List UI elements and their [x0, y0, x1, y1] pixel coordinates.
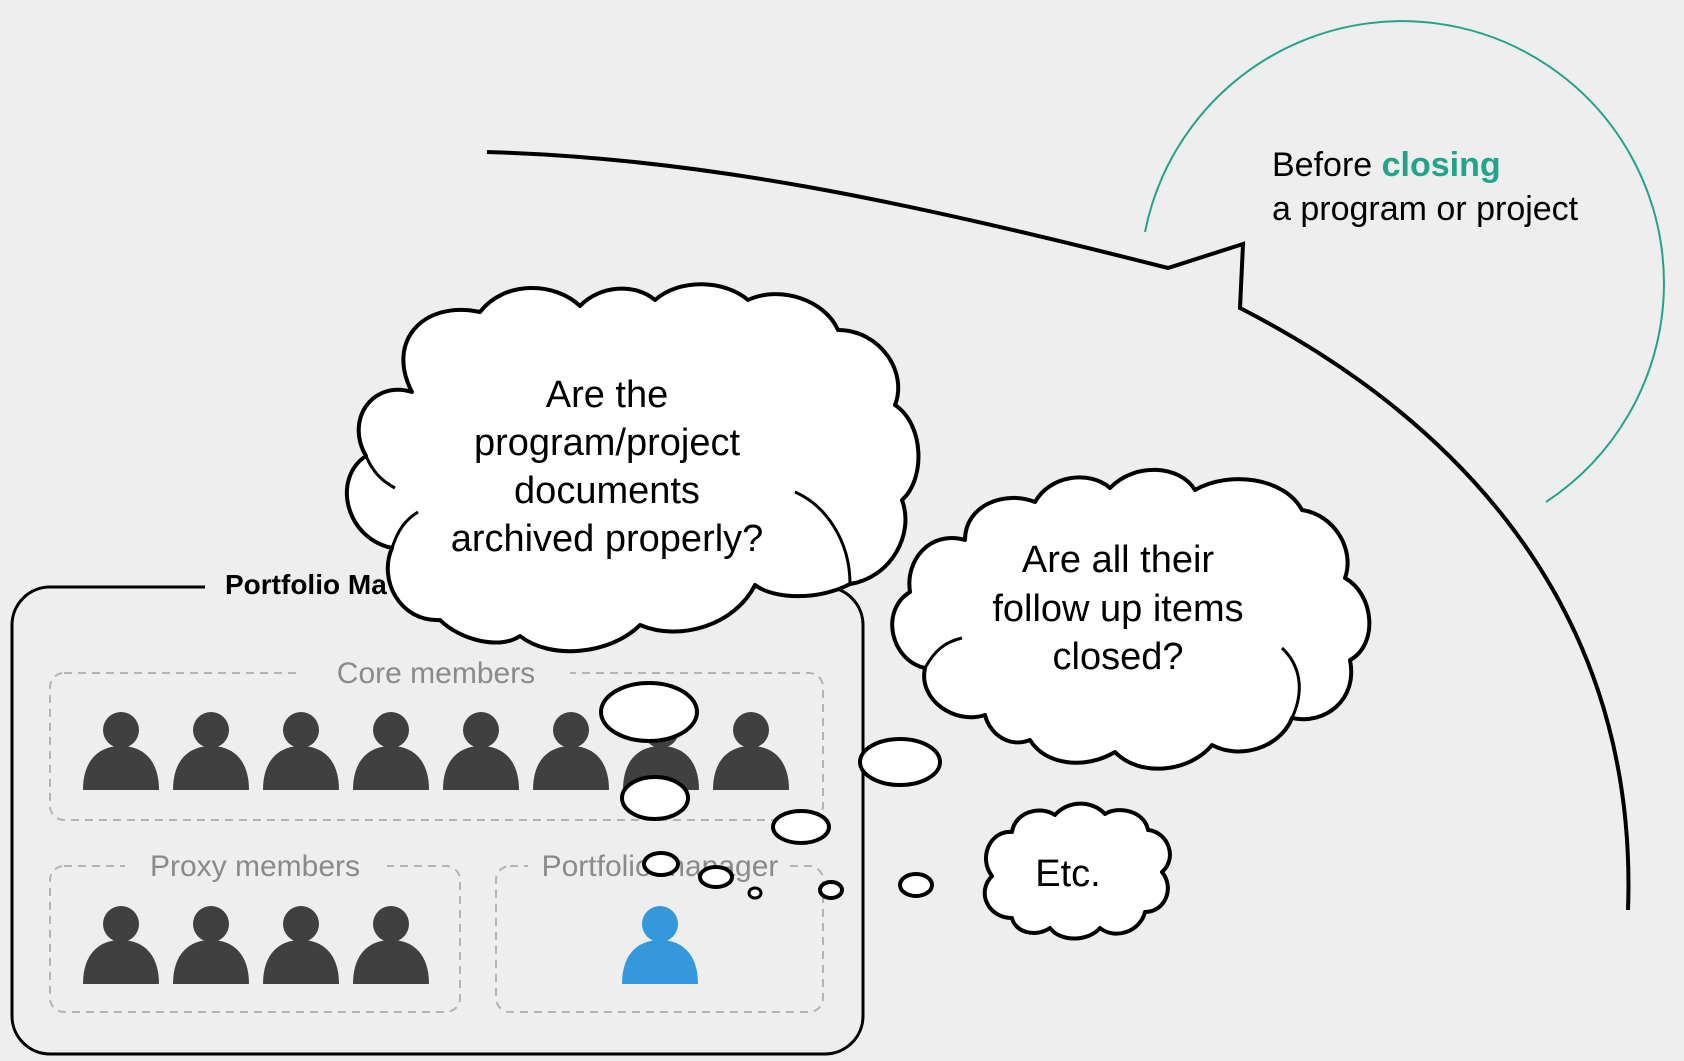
person-head	[283, 906, 319, 942]
thought-bubble	[747, 886, 763, 900]
person-head	[373, 712, 409, 748]
manager-people	[622, 906, 698, 984]
core-member-icon	[173, 712, 249, 790]
cloud-documents-line-4: archived properly?	[451, 518, 764, 560]
header-highlight: closing	[1382, 146, 1501, 184]
thought-bubble	[599, 681, 699, 743]
core-member-icon	[713, 712, 789, 790]
thought-bubble	[858, 737, 942, 787]
core-members-frame	[49, 672, 824, 821]
person-body	[622, 940, 698, 984]
header-arc	[1144, 20, 1665, 503]
core-member-icon	[263, 712, 339, 790]
header-text: Before closing	[1272, 146, 1501, 184]
header-prefix: Before	[1272, 146, 1382, 184]
proxy-member-icon	[83, 906, 159, 984]
core-member-icon	[443, 712, 519, 790]
person-head	[193, 906, 229, 942]
proxy-member-icon	[263, 906, 339, 984]
thought-bubble	[698, 865, 734, 889]
cloud-etc-label: Etc.	[1035, 853, 1100, 895]
person-head	[373, 906, 409, 942]
team-title: Portfolio Ma	[225, 569, 387, 600]
cloud-documents-line-2: program/project	[474, 422, 741, 464]
cloud-documents-line-3: documents	[514, 470, 700, 512]
cloud-documents-crease-1	[390, 510, 419, 549]
cloud-follow-up-shape	[890, 467, 1372, 771]
thought-bubble	[818, 880, 844, 900]
cloud-etc-shape	[982, 801, 1172, 941]
thought-bubble	[642, 851, 680, 877]
speech-bubble-outline	[486, 150, 1631, 911]
core-member-icon	[533, 712, 609, 790]
cloud-documents-crease-3	[364, 455, 396, 490]
manager-frame	[495, 865, 824, 1013]
person-head	[553, 712, 589, 748]
proxy-members-people	[83, 906, 429, 984]
core-label-gap	[300, 660, 570, 686]
person-body	[353, 940, 429, 984]
thought-bubble	[771, 809, 831, 845]
person-body	[83, 746, 159, 790]
person-body	[83, 940, 159, 984]
cloud-documents-crease-2	[794, 490, 852, 585]
proxy-members-label: Proxy members	[150, 850, 360, 883]
person-body	[173, 746, 249, 790]
proxy-member-icon	[173, 906, 249, 984]
cloud-follow-up-line-3: closed?	[1053, 636, 1184, 678]
person-body	[713, 746, 789, 790]
thought-cloud-documents: Are the program/project documents archiv…	[344, 282, 921, 654]
cloud-follow-up-crease-2	[1280, 646, 1301, 719]
core-member-icon	[83, 712, 159, 790]
person-body	[533, 746, 609, 790]
person-head	[103, 906, 139, 942]
person-body	[263, 746, 339, 790]
cloud-documents-shape	[344, 282, 921, 654]
thought-cloud-follow-up: Are all their follow up items closed?	[890, 467, 1372, 771]
core-members-label: Core members	[337, 657, 535, 690]
proxy-members-frame	[49, 865, 461, 1013]
cloud-follow-up-line-1: Are all their	[1022, 539, 1215, 581]
person-head	[642, 906, 678, 942]
header-line2: a program or project	[1272, 190, 1579, 228]
thought-bubble	[898, 872, 934, 898]
person-head	[463, 712, 499, 748]
person-head	[193, 712, 229, 748]
thought-bubble	[620, 775, 690, 821]
team-box: Portfolio Ma Core members Proxy members …	[10, 569, 865, 1056]
thought-cloud-etc: Etc.	[982, 801, 1172, 941]
person-body	[353, 746, 429, 790]
portfolio-manager-icon	[622, 906, 698, 984]
person-body	[263, 940, 339, 984]
cloud-documents-line-1: Are the	[546, 374, 669, 416]
core-member-icon	[353, 712, 429, 790]
person-body	[443, 746, 519, 790]
cloud-follow-up-line-2: follow up items	[992, 588, 1243, 630]
person-head	[103, 712, 139, 748]
person-head	[283, 712, 319, 748]
person-body	[173, 940, 249, 984]
proxy-member-icon	[353, 906, 429, 984]
core-members-people	[83, 712, 789, 790]
cloud-follow-up-crease-1	[923, 636, 963, 669]
proxy-label-gap	[125, 853, 387, 879]
person-head	[733, 712, 769, 748]
